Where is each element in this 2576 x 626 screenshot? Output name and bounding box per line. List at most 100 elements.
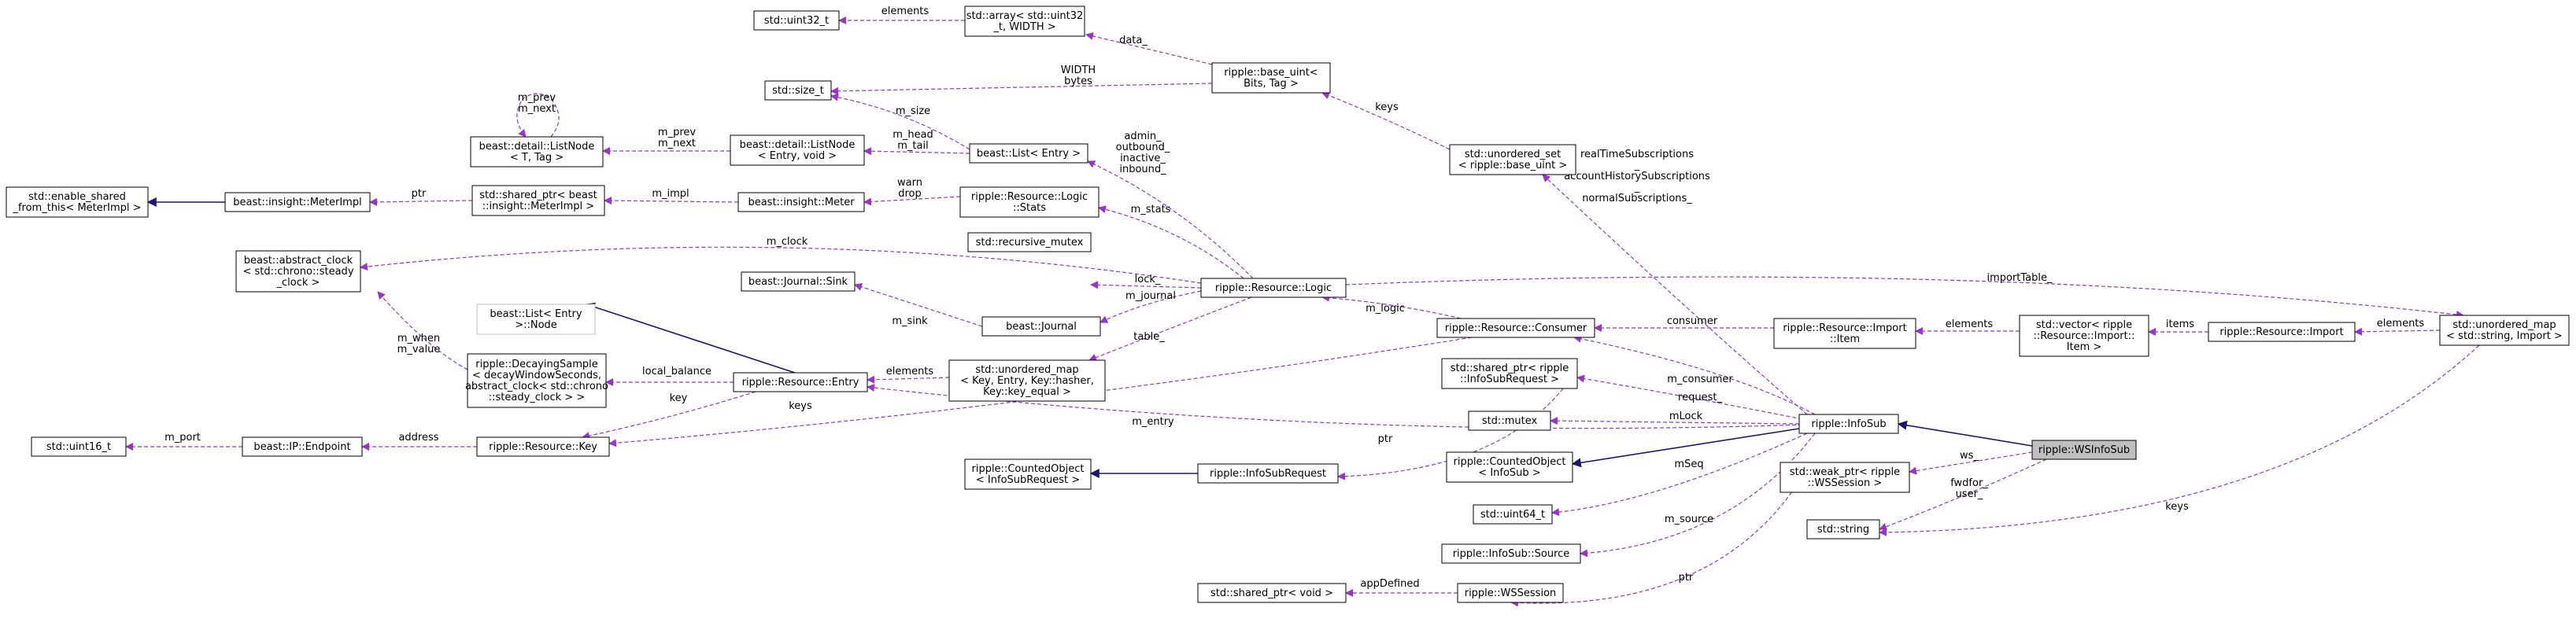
inheritance-entry (585, 302, 796, 374)
node-box (741, 271, 856, 292)
node-logic[interactable]: ripple::Resource::Logic (1200, 278, 1347, 298)
node-import[interactable]: ripple::Resource::Import (2208, 322, 2356, 342)
node-uint16[interactable]: std::uint16_t (31, 436, 127, 457)
node-label: std::shared_ptr< void > (1210, 587, 1333, 599)
node-box (242, 436, 363, 457)
node-box (1780, 462, 1910, 493)
node-meterimpl[interactable]: beast::insight::MeterImpl (224, 192, 371, 212)
edge-elements-key (867, 375, 950, 384)
node-umap-key[interactable]: std::unordered_map< Key, Entry, Key::has… (948, 359, 1106, 402)
node-box (1197, 583, 1347, 603)
node-endpoint[interactable]: beast::IP::Endpoint (242, 436, 363, 457)
node-abstract-clock[interactable]: beast::abstract_clock< std::chrono::stea… (235, 250, 361, 293)
edge-label-line: lock_ (1135, 274, 1161, 285)
node-journal[interactable]: beast::Journal (981, 316, 1101, 337)
node-box (733, 372, 868, 392)
node-label: beast::List< Entry (490, 308, 582, 320)
node-enable-shared[interactable]: std::enable_shared_from_this< MeterImpl … (6, 186, 149, 218)
node-sp-infosubreq[interactable]: std::shared_ptr< ripple::InfoSubRequest … (1441, 358, 1578, 389)
edge-label: m_impl (652, 188, 689, 200)
node-size-t[interactable]: std::size_t (764, 80, 832, 101)
node-listnode-t[interactable]: beast::detail::ListNode< T, Tag > (470, 136, 604, 168)
edge-label: local_balance (642, 366, 711, 377)
node-import-item[interactable]: ripple::Resource::Import::Item (1773, 318, 1916, 349)
edge-label-line: m_head (893, 129, 933, 141)
edge-label-line: data_ (1119, 35, 1148, 46)
node-label: beast::Journal::Sink (748, 276, 848, 288)
edge-request (1576, 374, 1803, 420)
node-wsinfosub[interactable]: ripple::WSInfoSub (2031, 440, 2137, 460)
edge-label-line: consumer (1667, 315, 1718, 327)
node-label: std::size_t (772, 85, 824, 97)
node-label: ::insight::MeterImpl > (482, 201, 594, 212)
node-wssession[interactable]: ripple::WSSession (1457, 583, 1564, 603)
node-string[interactable]: std::string (1806, 519, 1880, 539)
edge-label: items (2166, 319, 2194, 330)
node-counted-infosub[interactable]: ripple::CountedObject< InfoSub > (1446, 451, 1573, 483)
node-listnode-entry[interactable]: beast::detail::ListNode< Entry, void > (730, 134, 865, 166)
edge-label-line: request_ (1678, 392, 1722, 403)
edge-mlock (1550, 417, 1800, 425)
node-key[interactable]: ripple::Resource::Key (476, 436, 610, 457)
node-infosub-source[interactable]: ripple::InfoSub::Source (1441, 543, 1581, 564)
node-journal-sink[interactable]: beast::Journal::Sink (741, 271, 856, 292)
node-array[interactable]: std::array< std::uint32_t, WIDTH > (964, 6, 1085, 37)
edge-mprev-self (516, 93, 560, 138)
edge-label: mSeq (1674, 458, 1703, 470)
node-uset-base-uint[interactable]: std::unordered_set< ripple::base_uint > (1449, 144, 1576, 175)
edge-label-line: bytes (1064, 75, 1092, 87)
edge-label: m_size (896, 105, 930, 117)
node-umap-import[interactable]: std::unordered_map< std::string, Import … (2439, 315, 2570, 346)
edge-admin (1087, 160, 1254, 279)
edge-label-line: normalSubscriptions_ (1582, 193, 1692, 204)
node-vector-item[interactable]: std::vector< ripple::Resource::Import::I… (2019, 315, 2149, 357)
edge-label: m_consumer (1667, 374, 1733, 385)
node-wp-wssession[interactable]: std::weak_ptr< ripple::WSSession > (1780, 462, 1910, 493)
edge-label: ws_ (1960, 450, 1979, 462)
node-label: ripple::Resource::Import (1783, 322, 1906, 334)
node-decaying[interactable]: ripple::DecayingSample< decayWindowSecon… (465, 353, 608, 408)
edge-label-line: m_entry (1132, 416, 1174, 428)
edge-label-line: importTable_ (1987, 272, 2053, 284)
node-infosubrequest[interactable]: ripple::InfoSubRequest (1197, 463, 1339, 484)
node-entry[interactable]: ripple::Resource::Entry (733, 372, 868, 392)
node-base-uint[interactable]: ripple::base_uint<Bits, Tag > (1211, 62, 1331, 94)
node-box (470, 136, 604, 168)
edge-label-line: address (398, 432, 438, 444)
edge-label-line: mSeq (1674, 458, 1703, 470)
edge-label-line: m_journal (1125, 290, 1176, 302)
node-uint64[interactable]: std::uint64_t (1473, 504, 1553, 525)
edge-label-line: admin_ (1124, 131, 1162, 142)
node-label: std::uint16_t (46, 441, 111, 453)
edge-label: admin_outbound_inactive_inbound_ (1116, 131, 1170, 175)
node-infosub[interactable]: ripple::InfoSub (1798, 414, 1899, 434)
edge-width-bytes (830, 83, 1213, 95)
node-list-entry[interactable]: beast::List< Entry > (969, 143, 1088, 164)
node-meter[interactable]: beast::insight::Meter (737, 192, 865, 212)
node-sp-void[interactable]: std::shared_ptr< void > (1197, 583, 1347, 603)
node-consumer[interactable]: ripple::Resource::Consumer (1436, 318, 1595, 338)
node-list-entry-node[interactable]: beast::List< Entry>::Node (476, 304, 596, 335)
node-recursive-mutex[interactable]: std::recursive_mutex (967, 232, 1092, 252)
node-logic-stats[interactable]: ripple::Resource::Logic::Stats (959, 186, 1100, 218)
node-label: ::InfoSubRequest > (1460, 374, 1559, 385)
node-mutex[interactable]: std::mutex (1468, 411, 1551, 431)
node-label: beast::detail::ListNode (740, 139, 856, 151)
node-label: Key::key_equal > (983, 386, 1071, 398)
node-sp-meterimpl[interactable]: std::shared_ptr< beast::insight::MeterIm… (471, 185, 605, 216)
edge-label-line: elements (886, 366, 934, 377)
edge-label-line: m_impl (652, 188, 689, 200)
node-label: ripple::base_uint< (1224, 67, 1318, 79)
node-uint32[interactable]: std::uint32_t (753, 10, 840, 31)
node-box (753, 10, 840, 31)
edge-label: keys (2165, 501, 2189, 513)
edge-mclock (360, 246, 1202, 284)
edge-label-line: m_size (896, 105, 930, 117)
edge-label: request_ (1678, 392, 1722, 403)
edge-importtable (1345, 276, 2464, 319)
node-counted-infosubreq[interactable]: ripple::CountedObject< InfoSubRequest > (964, 458, 1092, 490)
edge-label-line: table_ (1133, 331, 1165, 343)
node-label: beast::abstract_clock (244, 255, 353, 267)
